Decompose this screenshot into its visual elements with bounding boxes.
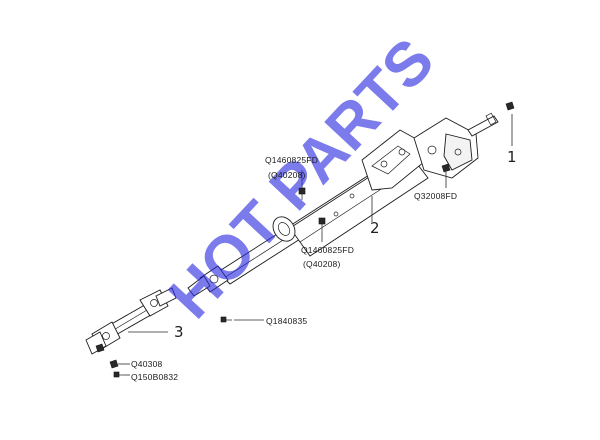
label-upper-bolt-sub: (Q40208) (268, 170, 306, 180)
intermediate-shaft-assembly (85, 287, 177, 355)
label-lower-bolt-part: Q1460825FD (301, 245, 354, 255)
steering-column-assembly (187, 101, 515, 297)
callout-2: 2 (370, 219, 380, 237)
label-lower-bolt-sub: (Q40208) (303, 259, 341, 269)
label-upper-bolt-part: Q1460825FD (265, 155, 318, 165)
fasteners (109, 163, 451, 378)
callout-1: 1 (507, 148, 517, 166)
label-nut-right: Q32008FD (414, 191, 457, 201)
callout-3: 3 (174, 323, 184, 341)
leader-lines (118, 114, 513, 376)
label-bolt-left: Q150B0832 (131, 372, 178, 382)
label-nut-left: Q40308 (131, 359, 163, 369)
label-bolt-mid: Q1840835 (266, 316, 307, 326)
